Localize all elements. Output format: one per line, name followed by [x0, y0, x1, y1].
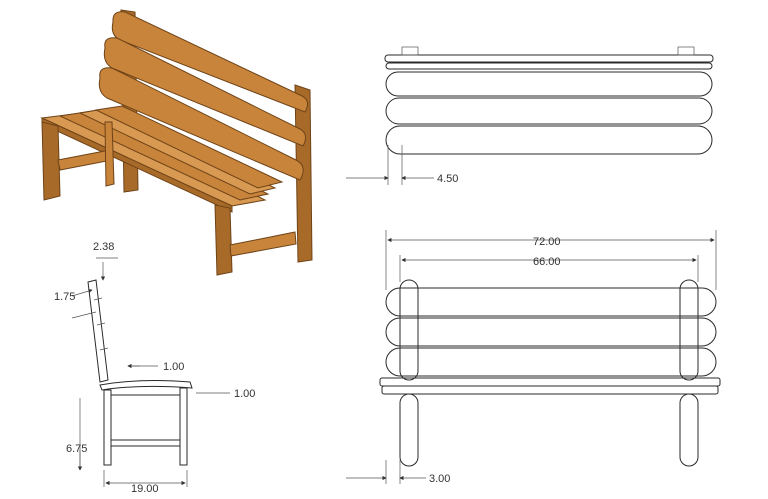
dim-seat-height: 6.75: [66, 443, 87, 455]
dim-overall-width: 72.00: [533, 236, 561, 248]
dim-front-offset: 3.00: [429, 473, 450, 485]
dim-seat-slat-gap: 1.00: [163, 361, 184, 373]
front-view: [346, 230, 721, 484]
dim-back-slat: 1.75: [54, 291, 75, 303]
dim-inner-width: 66.00: [533, 256, 561, 268]
dim-top-offset: 4.50: [437, 173, 458, 185]
dim-depth: 19.00: [131, 483, 159, 495]
side-view: [71, 257, 230, 487]
back-view: [346, 46, 714, 185]
isometric-bench-view: [40, 9, 313, 276]
dim-back-spacing: 2.38: [93, 241, 114, 253]
dim-seat-overhang: 1.00: [234, 388, 255, 400]
